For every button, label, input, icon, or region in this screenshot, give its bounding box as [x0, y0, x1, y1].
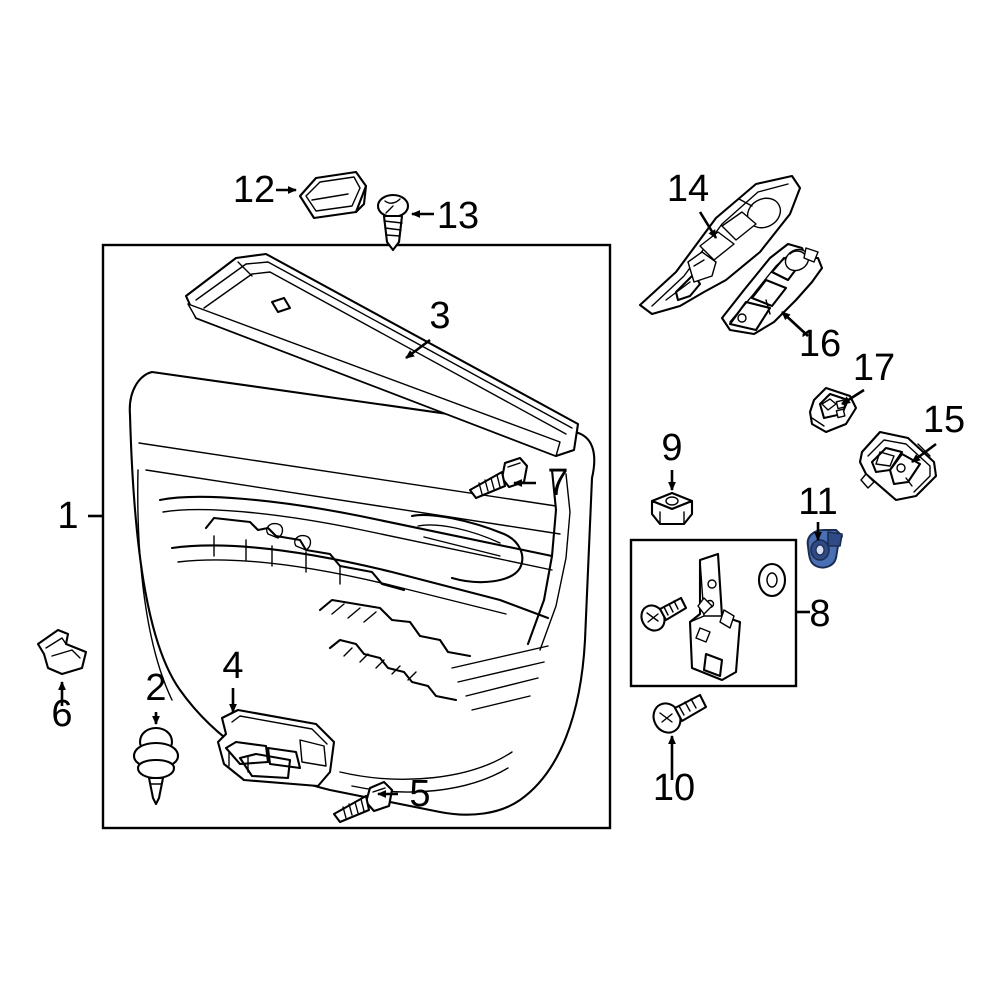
leader-16 — [781, 311, 809, 337]
leader-17 — [841, 388, 865, 406]
callout-label-5: 5 — [409, 773, 430, 815]
callout-label-2: 2 — [145, 667, 166, 709]
bracket-grommet — [757, 562, 787, 598]
callout-label-13: 13 — [437, 195, 479, 237]
trim-retainer-clip-highlighted — [806, 529, 843, 569]
callout-label-8: 8 — [809, 593, 830, 635]
callout-label-4: 4 — [222, 645, 243, 687]
callout-label-9: 9 — [661, 427, 682, 469]
callout-label-11: 11 — [798, 481, 837, 523]
inner-belt-weatherstrip — [184, 252, 580, 458]
callout-label-16: 16 — [799, 323, 841, 365]
leader-lines — [58, 186, 937, 798]
callout-label-1: 1 — [57, 495, 78, 537]
callout-label-3: 3 — [429, 295, 450, 337]
leader-3 — [405, 338, 431, 360]
callout-label-12: 12 — [233, 169, 275, 211]
tapping-screw-13 — [376, 193, 410, 252]
square-grommet-clip — [650, 491, 694, 526]
callout-label-15: 15 — [923, 399, 965, 441]
rear-window-switch — [858, 430, 938, 502]
tapping-screw-10 — [652, 693, 708, 734]
callout-label-10: 10 — [653, 767, 695, 809]
switch-panel-bezel — [638, 174, 802, 316]
door-trim-panel-assembly — [128, 370, 596, 816]
trim-end-cap — [36, 628, 88, 676]
leader-14 — [698, 211, 718, 239]
callout-label-17: 17 — [853, 347, 895, 389]
callout-labels: 1 2 3 4 5 6 7 8 9 10 11 12 13 14 15 16 1… — [51, 168, 965, 815]
switch-hole-cover — [298, 170, 368, 220]
callout-label-14: 14 — [667, 168, 709, 210]
door-handle-switch-bezel — [216, 708, 336, 788]
door-pull-bracket — [688, 552, 742, 682]
callout-label-7: 7 — [547, 462, 568, 504]
leader-15 — [911, 442, 937, 464]
push-pin-retainer-clip — [132, 726, 180, 806]
bracket-screw — [640, 596, 688, 632]
door-lock-switch — [808, 386, 858, 434]
master-window-switch — [720, 242, 824, 336]
callout-label-6: 6 — [51, 693, 72, 735]
